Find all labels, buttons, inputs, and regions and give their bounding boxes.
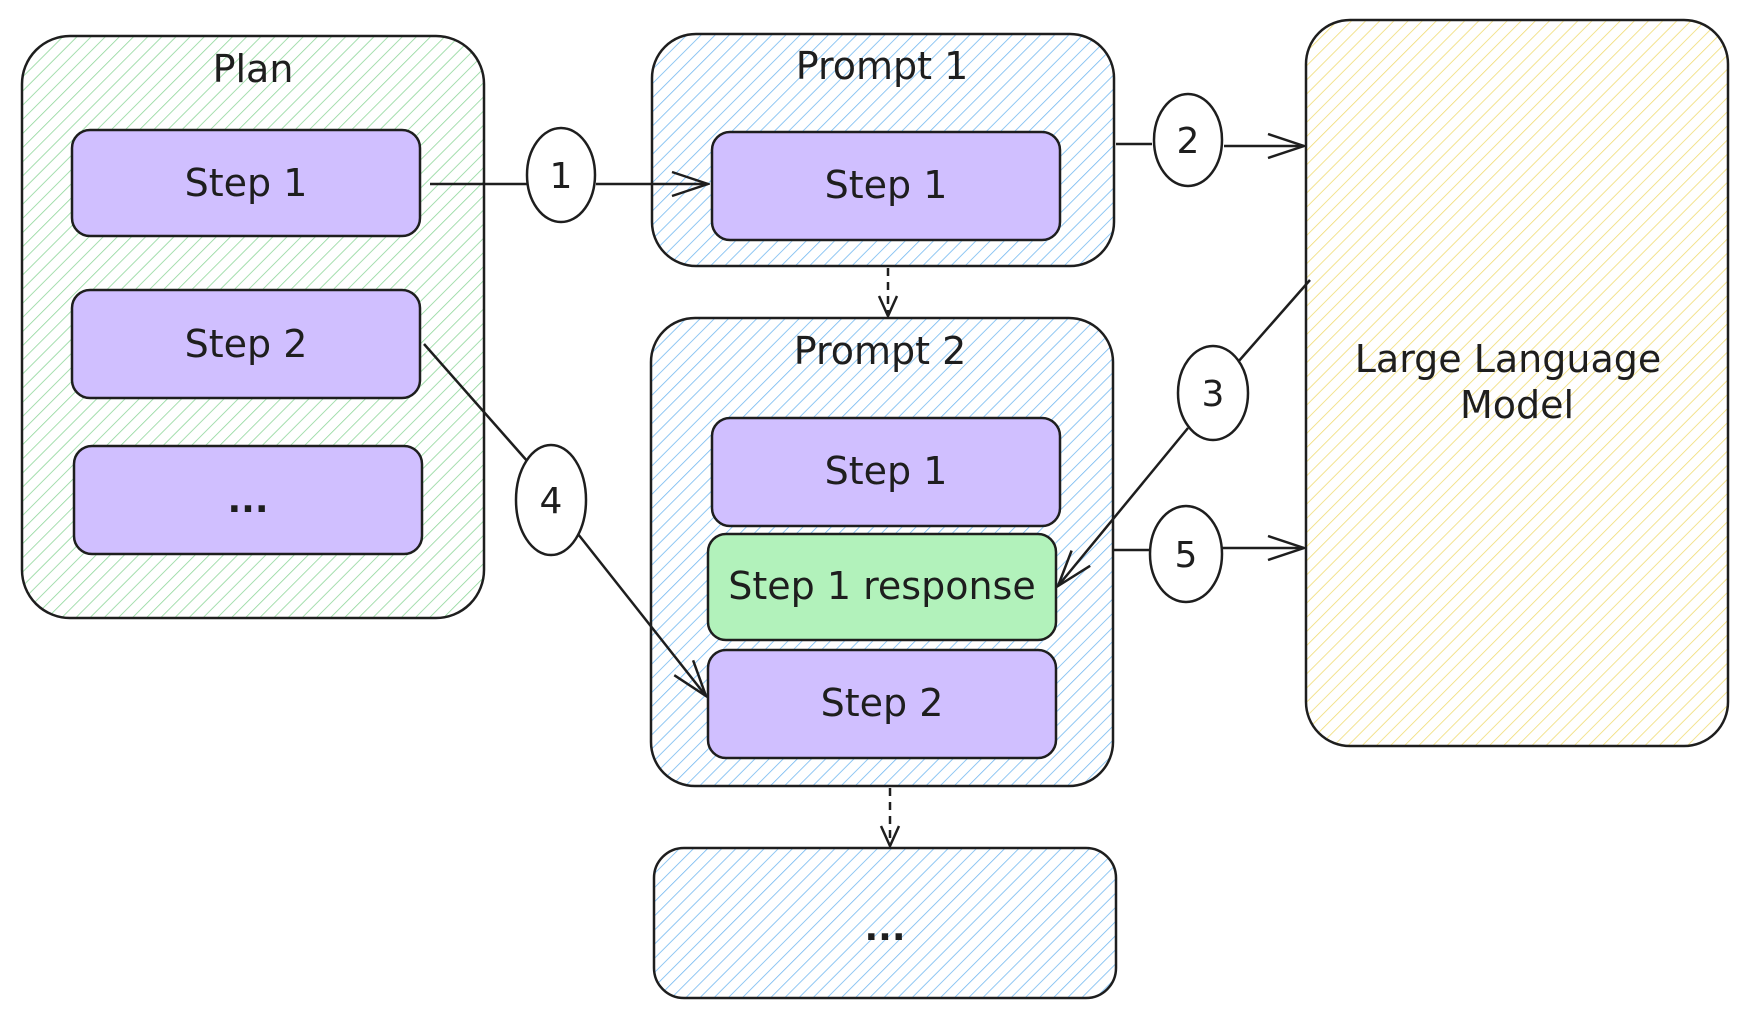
prompt2-step1-label: Step 1 [825,449,948,493]
plan-title: Plan [213,47,294,91]
arrow-2-badge [1152,92,1224,188]
prompt2-step2-label: Step 2 [821,681,944,725]
prompt1-step1-label: Step 1 [825,163,948,207]
llm-label-line2: Model [1460,383,1574,427]
prompt1-step1-box [710,130,1062,242]
plan-step2-label: Step 2 [185,322,308,366]
plan-more-label: ... [227,480,268,521]
plan-more-box [72,444,424,556]
arrow-4-badge [514,443,588,557]
arrow-2: 2 [1116,92,1304,188]
llm-container [1304,18,1730,748]
arrow-3-number: 3 [1202,374,1225,415]
llm-label-line1: Large Language [1355,337,1662,381]
next-prompt-container [652,846,1118,1000]
next-prompt-label: ... [864,908,905,949]
next-prompt-group: ... [652,846,1118,1000]
prompt2-step1-box [710,416,1062,528]
plan-step1-label: Step 1 [185,161,308,205]
arrow-5-number: 5 [1175,535,1198,576]
plan-group: Plan Step 1 Step 2 ... [20,34,486,620]
arrow-3-badge [1176,344,1250,442]
arrow-1-number: 1 [550,156,573,197]
arrow-5-badge [1148,504,1224,604]
arrow-1-badge [525,126,597,224]
arrow-3: 3 [1058,279,1311,586]
arrow-4-number: 4 [540,481,563,522]
plan-step2-box [70,288,422,400]
arrow-5: 5 [1114,504,1304,604]
arrow-1: 1 [430,126,708,224]
prompt1-title: Prompt 1 [796,44,969,88]
prompt2-group: Prompt 2 Step 1 Step 1 response Step 2 [649,316,1115,788]
llm-group: Large Language Model [1304,18,1730,748]
prompt2-response-label: Step 1 response [728,564,1035,608]
prompt1-group: Prompt 1 Step 1 [650,32,1116,268]
arrow-4: 4 [423,343,706,696]
plan-step1-box [70,128,422,238]
prompt2-step2-box [706,648,1058,760]
prompt2-title: Prompt 2 [794,329,967,373]
arrow-2-number: 2 [1177,121,1200,162]
